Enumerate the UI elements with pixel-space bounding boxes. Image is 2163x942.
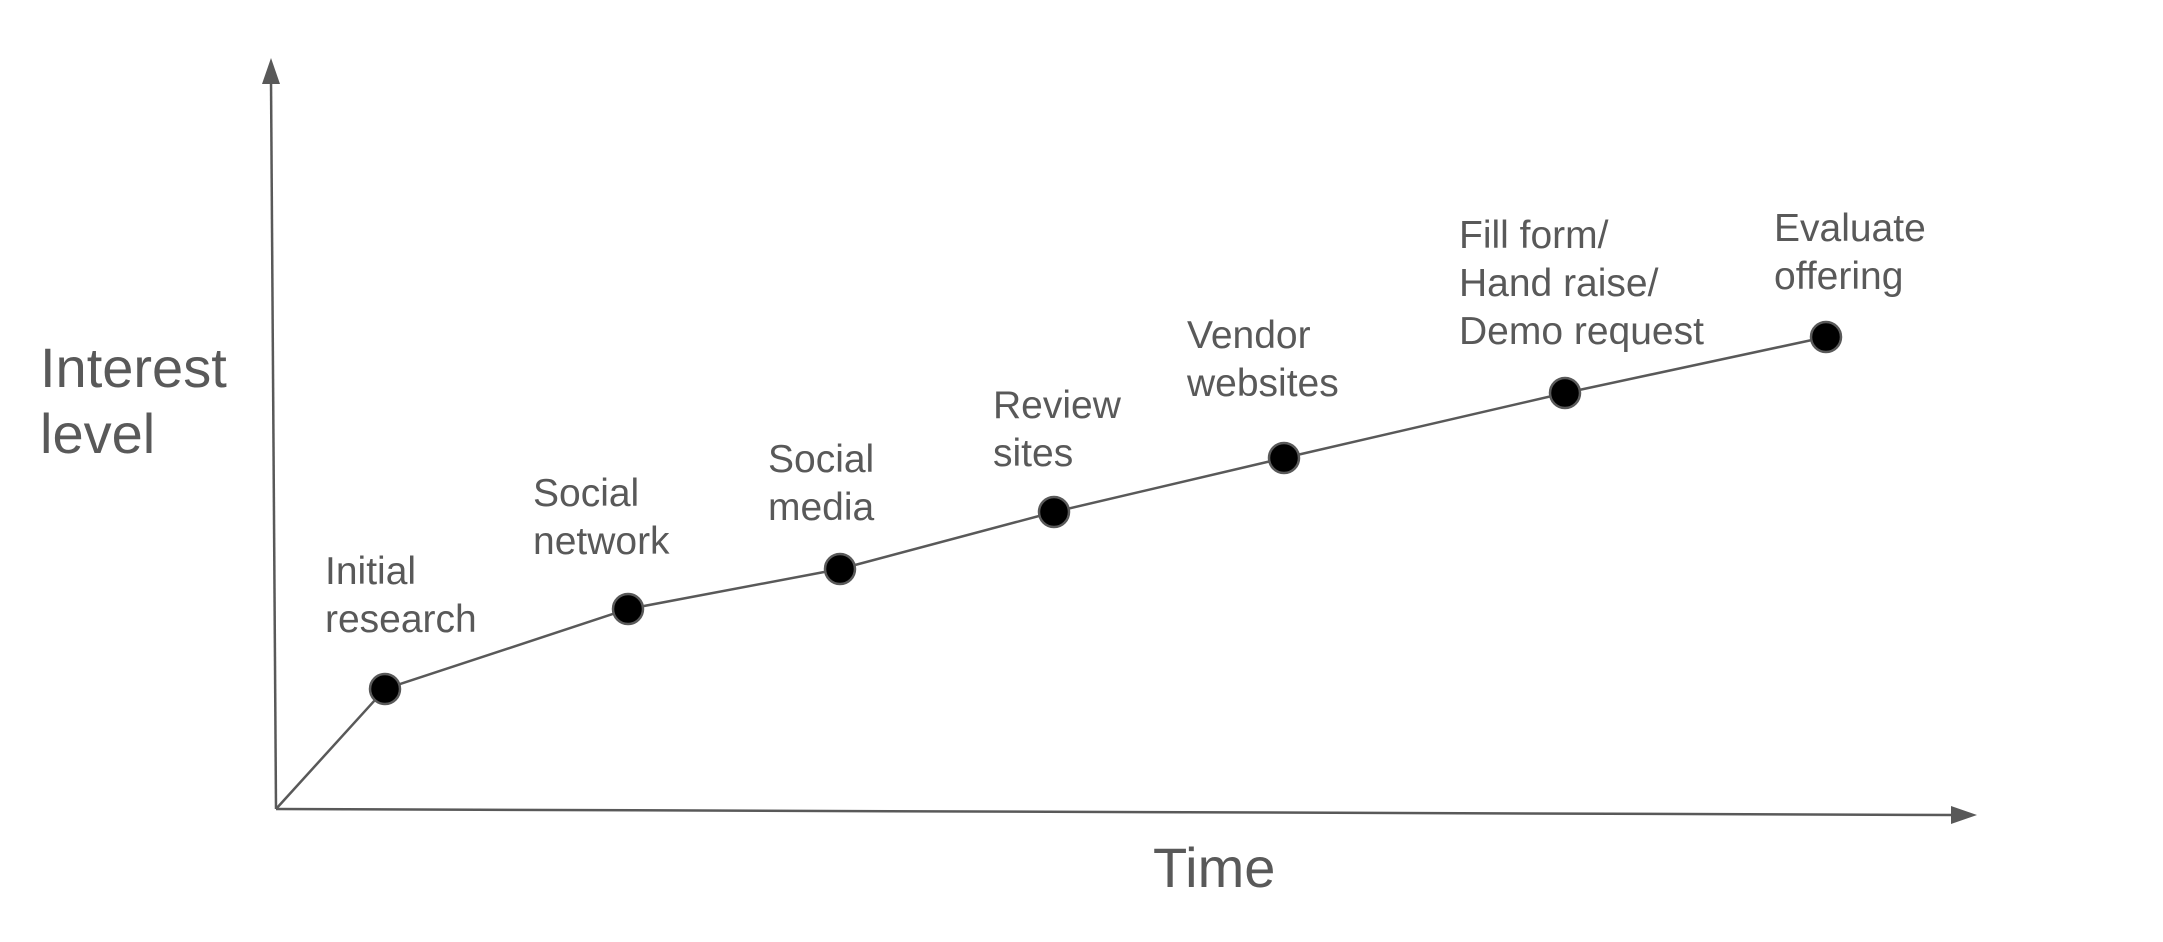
stage-dot [1037,495,1071,529]
y-axis-arrow-icon [262,58,280,84]
y-axis-title-line-2: level [40,402,155,465]
stage-label-line: sites [993,432,1073,475]
x-axis-arrow-icon [1951,806,1977,824]
stage-label-line: network [533,520,670,563]
stage-label: Evaluate offering [1774,207,1926,298]
stage-label-line: Evaluate [1774,207,1926,250]
stage-label-line: Social [533,472,639,515]
stage-label-line: websites [1186,362,1339,405]
y-axis-title: Interest level [40,336,242,465]
stage-label-line: Vendor [1187,314,1311,357]
stage-label-line: offering [1774,255,1903,298]
stage-label-line: Social [768,438,874,481]
stage-dot [1267,441,1301,475]
stage-dot [368,672,402,706]
stage-label: Initial research [325,550,477,641]
stage-label-line: research [325,598,477,641]
stage-label: Review sites [993,384,1122,475]
stage-label-line: Review [993,384,1122,427]
stage-dots [368,320,1843,706]
stage-dot [611,592,645,626]
stage-label-line: Fill form/ [1459,214,1609,257]
y-axis-title-line-1: Interest [40,336,227,399]
stage-label-line: Demo request [1459,310,1704,353]
journey-line [275,335,1827,810]
stage-label-line: media [768,486,875,529]
stage-dot [1548,376,1582,410]
y-axis [269,79,278,810]
stage-label: Social media [768,438,875,529]
x-axis [275,807,1956,817]
stage-label: Social network [533,472,670,563]
stage-label: Vendor websites [1186,314,1339,405]
stage-dot [823,552,857,586]
x-axis-title: Time [1153,836,1275,899]
stage-dot [1809,320,1843,354]
stage-labels: Initial research Social network Social media R… [325,207,1926,641]
stage-label-line: Initial [325,550,416,593]
stage-label: Fill form/Hand raise/Demo request [1459,214,1704,353]
stage-label-line: Hand raise/ [1459,262,1659,305]
